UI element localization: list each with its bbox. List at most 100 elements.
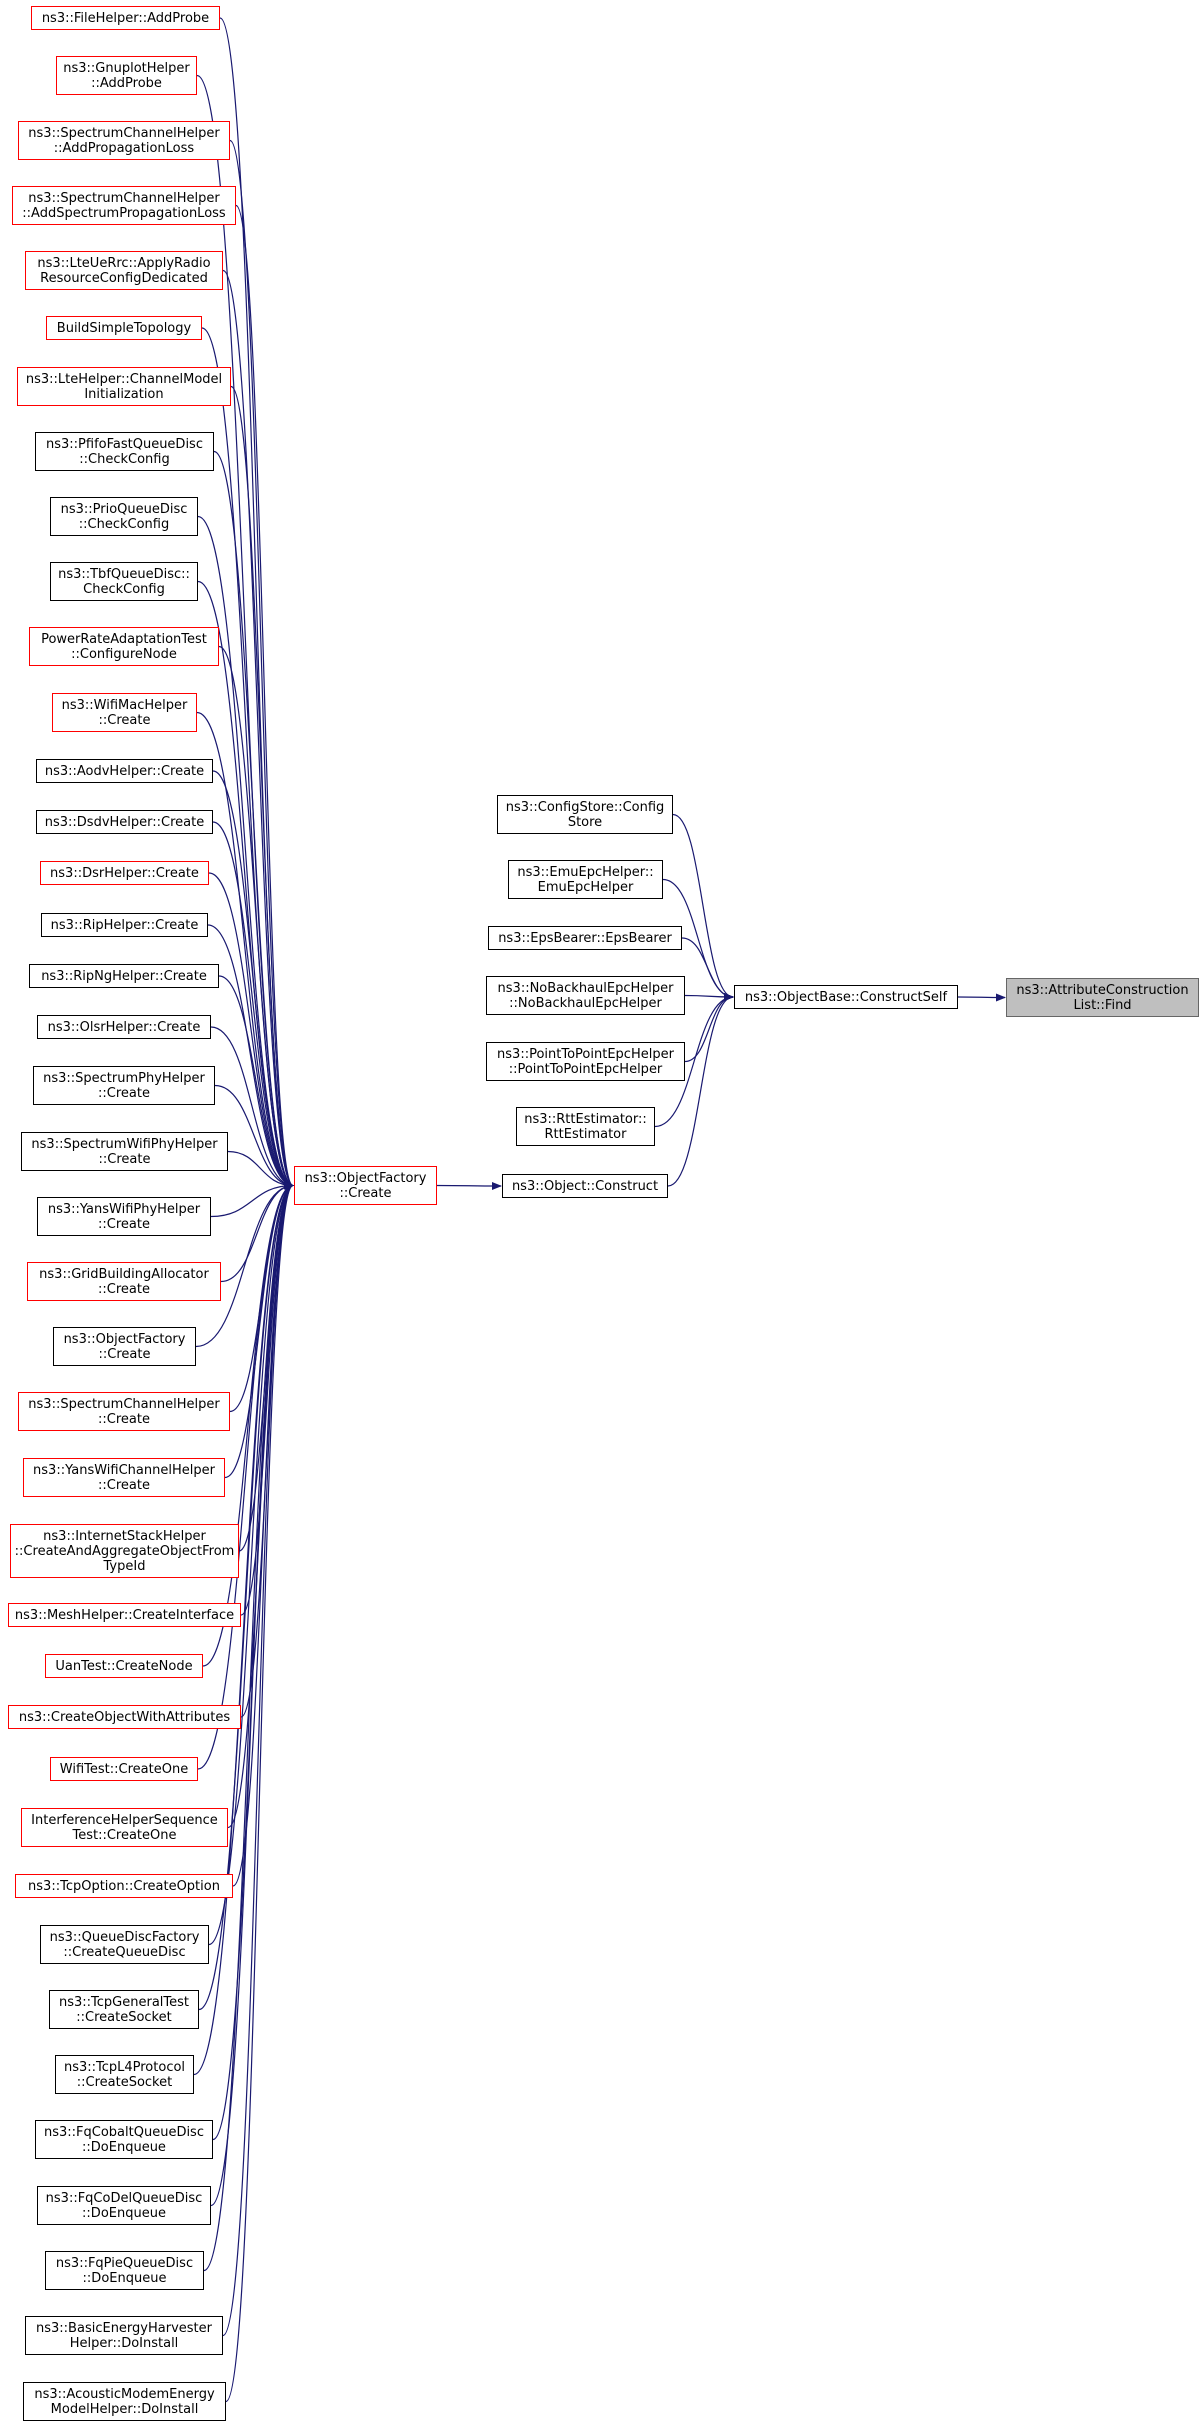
node-powerrateadaptationtest-configurenode[interactable]: PowerRateAdaptationTest ::ConfigureNode	[29, 627, 219, 666]
node-filehelper-addprobe[interactable]: ns3::FileHelper::AddProbe	[31, 6, 220, 30]
node-tcpl4protocol-createsocket[interactable]: ns3::TcpL4Protocol ::CreateSocket	[55, 2055, 194, 2094]
node-configstore-configstore[interactable]: ns3::ConfigStore::Config Store	[497, 795, 673, 834]
node-yanswifichannelhelper-create[interactable]: ns3::YansWifiChannelHelper ::Create	[23, 1458, 225, 1497]
edge-n21-to-of	[220, 1181, 294, 1283]
edge-n14-to-of	[208, 872, 294, 1190]
edge-n17-to-of	[210, 1026, 294, 1190]
node-attributeconstructionlist-find: ns3::AttributeConstruction List::Find	[1006, 978, 1199, 1017]
node-epsbearer-epsbearer[interactable]: ns3::EpsBearer::EpsBearer	[488, 926, 682, 950]
node-ltehelper-channelmodelinitialization[interactable]: ns3::LteHelper::ChannelModel Initializat…	[17, 367, 231, 406]
node-label: ns3::YansWifiPhyHelper ::Create	[47, 1201, 201, 1232]
node-label: ns3::YansWifiChannelHelper ::Create	[33, 1462, 215, 1493]
node-label: ns3::PrioQueueDisc ::CheckConfig	[60, 501, 188, 532]
node-emuepchelper-emuepchelper[interactable]: ns3::EmuEpcHelper:: EmuEpcHelper	[508, 860, 663, 899]
edge-n2-to-of	[229, 139, 294, 1190]
node-pointtopointepchelper-pointtopointepchelper[interactable]: ns3::PointToPointEpcHelper ::PointToPoin…	[486, 1042, 685, 1081]
edge-n11-to-of	[196, 711, 294, 1190]
node-label: ns3::TcpGeneralTest ::CreateSocket	[58, 1994, 189, 2025]
node-label: ns3::LteHelper::ChannelModel Initializat…	[25, 371, 223, 402]
edge-n38-to-of	[222, 1181, 294, 2337]
node-label: UanTest::CreateNode	[55, 1658, 193, 1674]
node-label: ns3::FqPieQueueDisc ::DoEnqueue	[55, 2255, 194, 2286]
node-label: ns3::SpectrumWifiPhyHelper ::Create	[31, 1136, 218, 1167]
node-fqcobaltqueuedisc-doenqueue[interactable]: ns3::FqCobaltQueueDisc ::DoEnqueue	[35, 2120, 213, 2159]
edge-n12-to-of	[212, 770, 294, 1190]
node-label: ns3::InternetStackHelper ::CreateAndAggr…	[14, 1528, 235, 1574]
node-gridbuildingallocator-create[interactable]: ns3::GridBuildingAllocator ::Create	[27, 1262, 221, 1301]
node-aodvhelper-create[interactable]: ns3::AodvHelper::Create	[36, 759, 213, 783]
node-wifimachelper-create[interactable]: ns3::WifiMacHelper ::Create	[52, 693, 197, 732]
node-spectrumchannelhelper-create[interactable]: ns3::SpectrumChannelHelper ::Create	[18, 1392, 230, 1431]
node-label: ns3::BasicEnergyHarvester Helper::DoInst…	[36, 2320, 212, 2351]
node-pfifofastqueuedisc-checkconfig[interactable]: ns3::PfifoFastQueueDisc ::CheckConfig	[35, 432, 214, 471]
edge-n16-to-of	[218, 975, 294, 1190]
node-lteuerrc-applyradioresourceconfigdedicated[interactable]: ns3::LteUeRrc::ApplyRadio ResourceConfig…	[25, 251, 223, 290]
node-label: ns3::RttEstimator:: RttEstimator	[524, 1111, 647, 1142]
node-interferencehelpersequencetest-createone[interactable]: InterferenceHelperSequence Test::CreateO…	[21, 1808, 228, 1847]
node-label: ns3::SpectrumPhyHelper ::Create	[43, 1070, 205, 1101]
node-label: ns3::QueueDiscFactory ::CreateQueueDisc	[49, 1929, 200, 1960]
node-ripnghelper-create[interactable]: ns3::RipNgHelper::Create	[29, 964, 219, 988]
node-objectbase-constructself[interactable]: ns3::ObjectBase::ConstructSelf	[734, 985, 958, 1009]
edge-m5-to-cs	[654, 993, 734, 1128]
node-wifitest-createone[interactable]: WifiTest::CreateOne	[50, 1757, 198, 1781]
edge-n20-to-of	[210, 1181, 294, 1218]
node-label: ns3::AcousticModemEnergy ModelHelper::Do…	[34, 2386, 215, 2417]
node-buildsimpletopology[interactable]: BuildSimpleTopology	[46, 316, 202, 340]
node-olsrhelper-create[interactable]: ns3::OlsrHelper::Create	[37, 1015, 211, 1039]
node-spectrumphyhelper-create[interactable]: ns3::SpectrumPhyHelper ::Create	[33, 1066, 215, 1105]
node-createobjectwithattributes[interactable]: ns3::CreateObjectWithAttributes	[8, 1705, 241, 1729]
node-label: ns3::CreateObjectWithAttributes	[18, 1709, 231, 1725]
edge-n7-to-of	[213, 450, 294, 1190]
node-label: ns3::RipNgHelper::Create	[41, 968, 207, 984]
node-label: ns3::ObjectFactory ::Create	[304, 1170, 427, 1201]
node-prioqueuedisc-checkconfig[interactable]: ns3::PrioQueueDisc ::CheckConfig	[50, 497, 198, 536]
edge-n6-to-of	[230, 385, 294, 1190]
node-rttestimator-rttestimator[interactable]: ns3::RttEstimator:: RttEstimator	[516, 1107, 655, 1146]
node-label: ns3::TbfQueueDisc:: CheckConfig	[58, 566, 190, 597]
node-label: ns3::SpectrumChannelHelper ::AddSpectrum…	[22, 190, 226, 221]
edge-m4-to-cs	[684, 993, 734, 1063]
node-label: ns3::TcpL4Protocol ::CreateSocket	[63, 2059, 186, 2090]
node-objectfactory-create-caller[interactable]: ns3::ObjectFactory ::Create	[53, 1327, 196, 1366]
node-label: ns3::AodvHelper::Create	[44, 763, 205, 779]
node-label: ns3::MeshHelper::CreateInterface	[14, 1607, 235, 1623]
node-yanswifiphyhelper-create[interactable]: ns3::YansWifiPhyHelper ::Create	[37, 1197, 211, 1236]
node-riphelper-create[interactable]: ns3::RipHelper::Create	[41, 913, 208, 937]
edge-n39-to-of	[225, 1181, 294, 2403]
edge-m2-to-cs	[681, 937, 734, 1001]
node-queuediscfactory-createqueuedisc[interactable]: ns3::QueueDiscFactory ::CreateQueueDisc	[40, 1925, 209, 1964]
node-dsdvhelper-create[interactable]: ns3::DsdvHelper::Create	[36, 810, 213, 834]
node-internetstackhelper-createandaggregateobjectfromtypeid[interactable]: ns3::InternetStackHelper ::CreateAndAggr…	[10, 1524, 239, 1578]
node-spectrumchannelhelper-addspectrumpropagationloss[interactable]: ns3::SpectrumChannelHelper ::AddSpectrum…	[12, 186, 236, 225]
node-uantest-createnode[interactable]: UanTest::CreateNode	[45, 1654, 203, 1678]
node-spectrumchannelhelper-addpropagationloss[interactable]: ns3::SpectrumChannelHelper ::AddPropagat…	[18, 121, 230, 160]
node-tcpoption-createoption[interactable]: ns3::TcpOption::CreateOption	[15, 1874, 233, 1898]
node-label: ns3::ConfigStore::Config Store	[505, 799, 665, 830]
node-object-construct[interactable]: ns3::Object::Construct	[502, 1174, 668, 1198]
edge-n4-to-of	[222, 269, 294, 1190]
node-basicenergyharvesterhelper-doinstall[interactable]: ns3::BasicEnergyHarvester Helper::DoInst…	[25, 2316, 223, 2355]
node-tbfqueuedisc-checkconfig[interactable]: ns3::TbfQueueDisc:: CheckConfig	[50, 562, 198, 601]
edge-n10-to-of	[218, 645, 294, 1190]
node-label: ns3::EpsBearer::EpsBearer	[498, 930, 672, 946]
node-objectfactory-create[interactable]: ns3::ObjectFactory ::Create	[294, 1166, 437, 1205]
node-label: ns3::AttributeConstruction List::Find	[1016, 982, 1189, 1013]
node-dsrhelper-create[interactable]: ns3::DsrHelper::Create	[40, 861, 209, 885]
node-gnuplothelper-addprobe[interactable]: ns3::GnuplotHelper ::AddProbe	[56, 56, 197, 95]
edge-n29-to-of	[197, 1181, 294, 1770]
edge-n5-to-of	[201, 327, 294, 1190]
node-nobackhaulepchelper-nobackhaulepchelper[interactable]: ns3::NoBackhaulEpcHelper ::NoBackhaulEpc…	[486, 976, 685, 1015]
node-fqcodelqueuedisc-doenqueue[interactable]: ns3::FqCoDelQueueDisc ::DoEnqueue	[37, 2186, 211, 2225]
node-label: WifiTest::CreateOne	[59, 1761, 189, 1777]
node-label: ns3::FqCobaltQueueDisc ::DoEnqueue	[44, 2124, 204, 2155]
node-label: ns3::GridBuildingAllocator ::Create	[39, 1266, 209, 1297]
node-acousticmodemenergymodelhelper-doinstall[interactable]: ns3::AcousticModemEnergy ModelHelper::Do…	[23, 2382, 226, 2421]
node-label: ns3::NoBackhaulEpcHelper ::NoBackhaulEpc…	[497, 980, 674, 1011]
node-label: ns3::DsrHelper::Create	[50, 865, 199, 881]
node-meshhelper-createinterface[interactable]: ns3::MeshHelper::CreateInterface	[8, 1603, 241, 1627]
node-label: PowerRateAdaptationTest ::ConfigureNode	[41, 631, 207, 662]
node-spectrumwifiphyhelper-create[interactable]: ns3::SpectrumWifiPhyHelper ::Create	[21, 1132, 228, 1171]
node-tcpgeneraltest-createsocket[interactable]: ns3::TcpGeneralTest ::CreateSocket	[49, 1990, 199, 2029]
node-fqpiequeuedisc-doenqueue[interactable]: ns3::FqPieQueueDisc ::DoEnqueue	[45, 2251, 204, 2290]
